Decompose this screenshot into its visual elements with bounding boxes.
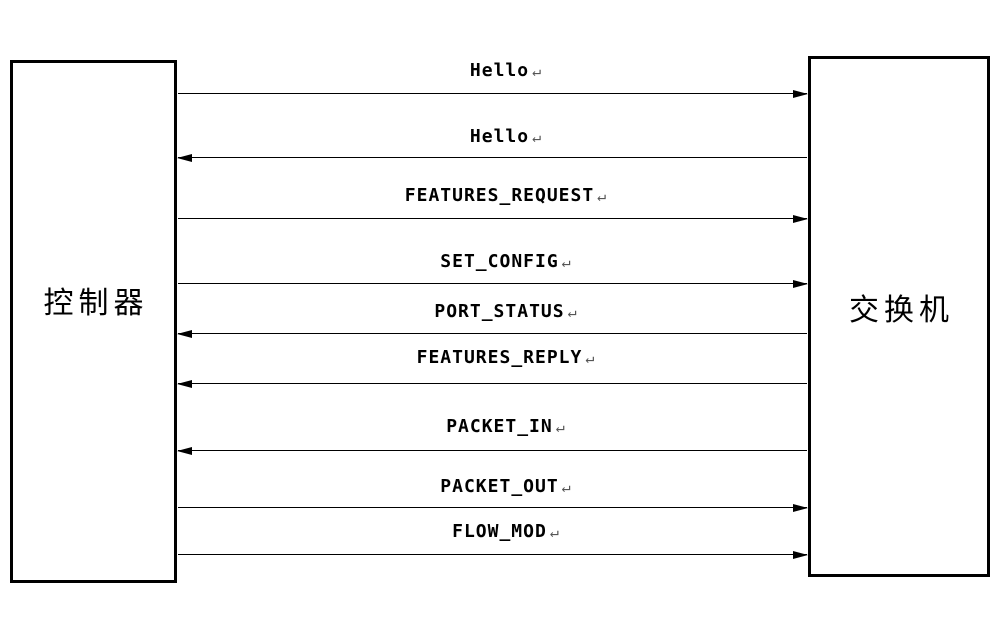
message-label: Hello↵ (191, 61, 820, 81)
message-label: FEATURES_REPLY↵ (191, 348, 820, 368)
message-arrow-left (177, 446, 807, 455)
controller-box: 控制器 (10, 60, 177, 583)
arrowhead-left-icon (177, 329, 192, 338)
arrowhead-left-icon (177, 379, 192, 388)
message-label: PACKET_OUT↵ (191, 477, 820, 497)
message-arrow-right (178, 279, 808, 288)
arrowhead-right-icon (793, 503, 808, 512)
message-label: FEATURES_REQUEST↵ (191, 186, 820, 206)
message-text: Hello (469, 60, 530, 81)
message-arrow-right (178, 214, 808, 223)
arrowhead-left-icon (177, 446, 192, 455)
line-break-mark-icon: ↵ (585, 349, 595, 367)
arrowhead-right-icon (793, 89, 808, 98)
arrowhead-right-icon (793, 214, 808, 223)
line-break-mark-icon: ↵ (532, 62, 542, 80)
message-text: FEATURES_REPLY (416, 347, 583, 368)
line-break-mark-icon: ↵ (561, 478, 571, 496)
switch-box: 交换机 (808, 56, 990, 577)
message-arrow-right (178, 550, 808, 559)
line-break-mark-icon: ↵ (597, 187, 607, 205)
arrowhead-right-icon (793, 279, 808, 288)
message-arrow-left (177, 153, 807, 162)
line-break-mark-icon: ↵ (567, 303, 577, 321)
message-text: Hello (469, 126, 530, 147)
line-break-mark-icon: ↵ (549, 523, 559, 541)
message-text: PACKET_OUT (440, 476, 559, 497)
message-label: PACKET_IN↵ (191, 417, 820, 437)
line-break-mark-icon: ↵ (561, 253, 571, 271)
line-break-mark-icon: ↵ (555, 418, 565, 436)
message-arrow-right (178, 503, 808, 512)
arrowhead-left-icon (177, 153, 192, 162)
line-break-mark-icon: ↵ (532, 128, 542, 146)
arrowhead-right-icon (793, 550, 808, 559)
message-text: FLOW_MOD (452, 521, 547, 542)
message-text: SET_CONFIG (440, 251, 559, 272)
message-label: PORT_STATUS↵ (191, 302, 820, 322)
message-arrow-right (178, 89, 808, 98)
message-label: SET_CONFIG↵ (191, 252, 820, 272)
message-label: Hello↵ (191, 127, 820, 147)
message-arrow-left (177, 379, 807, 388)
message-text: FEATURES_REQUEST (404, 185, 595, 206)
message-arrow-left (177, 329, 807, 338)
message-text: PORT_STATUS (434, 301, 565, 322)
switch-label: 交换机 (849, 293, 954, 328)
message-label: FLOW_MOD↵ (191, 522, 820, 542)
controller-label: 控制器 (43, 286, 149, 321)
message-text: PACKET_IN (446, 416, 553, 437)
